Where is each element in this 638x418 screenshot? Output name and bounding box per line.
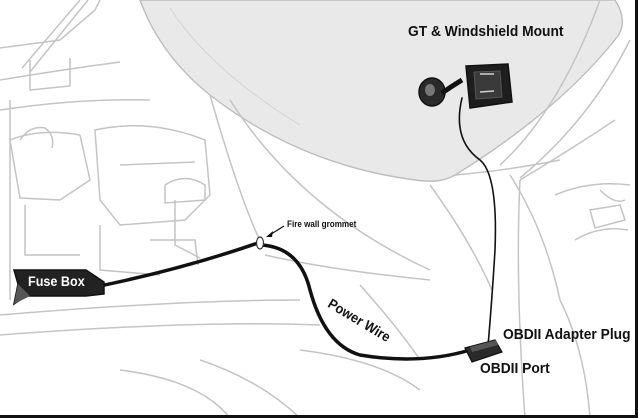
adapter-plug-label: OBDII Adapter Plug	[503, 326, 631, 343]
open-hood	[139, 0, 623, 182]
fuse-box	[12, 269, 105, 306]
grommet-label: Fire wall grommet	[287, 219, 357, 229]
fuse-box-label: Fuse Box	[28, 273, 85, 289]
power-wire	[88, 97, 497, 361]
frame-bottom-edge	[0, 415, 638, 418]
obdii-port-label: OBDII Port	[480, 360, 550, 377]
firewall-grommet	[255, 236, 265, 250]
obdii-adapter-plug	[464, 339, 503, 363]
windshield-mount-device	[418, 63, 513, 109]
mount-label: GT & Windshield Mount	[408, 23, 564, 40]
frame-right-edge	[635, 0, 638, 418]
